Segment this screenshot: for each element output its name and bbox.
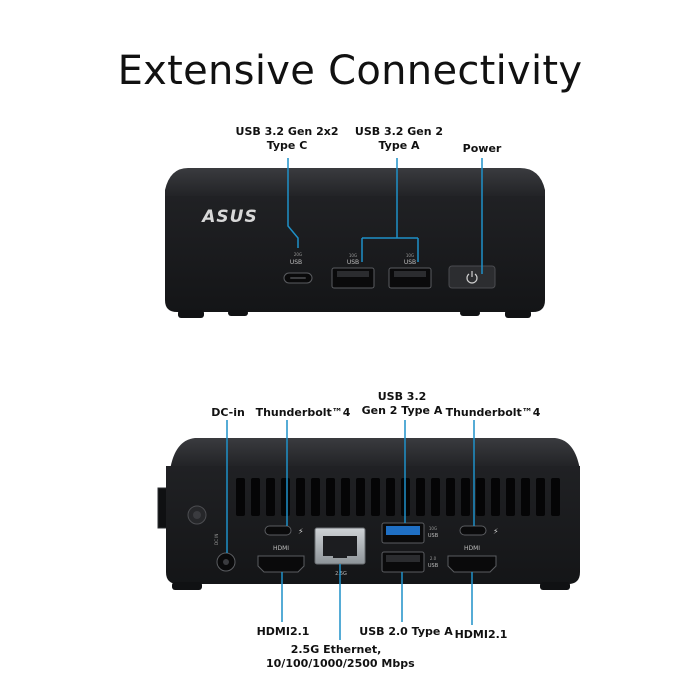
label-usb-c-line1: USB 3.2 Gen 2x2 [235, 125, 339, 138]
usb32-speed-mark: 10G [429, 526, 437, 531]
label-ethernet-line2: 10/100/1000/2500 Mbps [266, 657, 415, 670]
label-usb32: USB 3.2 Gen 2 Type A [352, 390, 452, 418]
usba-speed-mark-2: 10G [406, 253, 414, 258]
label-usb-c: USB 3.2 Gen 2x2 Type C [222, 125, 352, 153]
label-tb-left: Thunderbolt™4 [255, 406, 351, 419]
usbc-usb-mark: USB [290, 259, 302, 266]
front-leader-lines [287, 158, 483, 274]
rear-foot-left [172, 582, 202, 590]
hdmi-left-mark: HDMI [273, 545, 289, 552]
dc-in-mark: DC IN [214, 534, 219, 545]
label-usb-c-line2: Type C [266, 139, 308, 152]
usb20-usb-mark: USB [428, 563, 439, 569]
lock-bracket [157, 487, 166, 529]
thunderbolt-port-right [459, 525, 487, 536]
label-tb-right: Thunderbolt™4 [445, 406, 541, 419]
asus-logo: ASUS [200, 207, 257, 227]
front-top-lid [165, 168, 545, 200]
front-foot-right [505, 310, 531, 318]
label-hdmi-right: HDMI2.1 [454, 628, 508, 641]
label-power: Power [462, 142, 502, 155]
label-usb32-line2: Gen 2 Type A [361, 404, 443, 417]
front-device: ASUS 20G USB 10G USB 10G USB [165, 168, 545, 318]
usba-usb-mark-1: USB [347, 259, 359, 266]
label-ethernet-line1: 2.5G Ethernet, [290, 643, 382, 656]
usba-usb-mark-2: USB [404, 259, 416, 266]
label-usb20: USB 2.0 Type A [359, 625, 453, 638]
label-usb-a-line1: USB 3.2 Gen 2 [354, 125, 444, 138]
hdmi-port-left [257, 555, 305, 573]
front-foot-mid-right [460, 310, 480, 316]
label-usb-a-line2: Type A [378, 139, 420, 152]
hdmi-right-mark: HDMI [464, 545, 480, 552]
thunderbolt-left-icon: ⚡ [298, 527, 304, 536]
page-title: Extensive Connectivity [117, 48, 583, 94]
label-usb32-line1: USB 3.2 [377, 390, 427, 403]
hdmi-port-right [447, 555, 497, 573]
label-dc-in: DC-in [211, 406, 245, 419]
leader-usb-a [361, 158, 419, 262]
rear-device: DC IN ⚡ HDMI 2.5G 10G USB 2.0 USB ⚡ HDMI [157, 438, 580, 590]
label-hdmi-left: HDMI2.1 [256, 625, 310, 638]
front-foot-mid-left [228, 310, 248, 316]
usba-speed-mark-1: 10G [349, 253, 357, 258]
rear-top-lid [170, 438, 580, 470]
rear-leader-lines [226, 420, 475, 640]
leader-usb-c [287, 158, 299, 248]
thunderbolt-port-left [264, 525, 292, 536]
label-usb-a: USB 3.2 Gen 2 Type A [344, 125, 454, 153]
usb20-speed-mark: 2.0 [430, 556, 437, 561]
thunderbolt-right-icon: ⚡ [493, 527, 499, 536]
ethernet-mark: 2.5G [335, 571, 347, 577]
rear-foot-right [540, 582, 570, 590]
power-icon [466, 271, 478, 284]
usb32-usb-mark: USB [428, 533, 439, 539]
usbc-speed-mark: 20G [294, 252, 302, 257]
front-foot-left [178, 310, 204, 318]
label-ethernet: 2.5G Ethernet, 10/100/1000/2500 Mbps [266, 643, 415, 671]
